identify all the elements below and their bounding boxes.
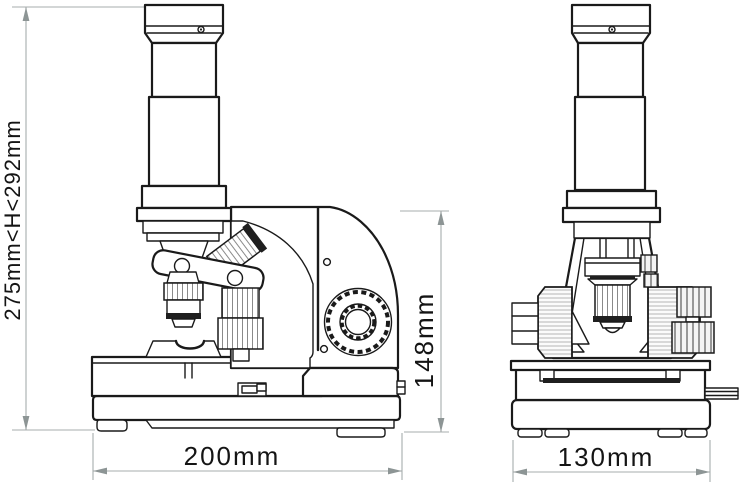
vertical-objective	[163, 271, 204, 328]
front-base	[91, 394, 402, 438]
side-left-knob	[511, 286, 590, 359]
side-right-knobs	[647, 286, 715, 359]
side-eyepiece-tube	[570, 3, 652, 192]
side-objective	[584, 254, 659, 334]
side-stage	[509, 359, 739, 402]
front-nosepiece	[151, 222, 268, 362]
body-height-label: 148mm	[409, 292, 439, 389]
side-view-drawing	[509, 3, 739, 438]
side-head	[561, 189, 662, 239]
side-width-label: 130mm	[558, 442, 655, 472]
front-view-drawing	[90, 3, 406, 438]
dimension-annotations: 275mm<H<292mm 148mm 200mm 130mm	[0, 6, 711, 482]
front-head	[135, 184, 233, 259]
stage-knob	[217, 287, 264, 362]
front-width-label: 200mm	[184, 441, 281, 471]
overall-height-label: 275mm<H<292mm	[0, 119, 25, 320]
focus-knob	[323, 287, 393, 357]
stage-clip	[145, 340, 222, 358]
side-base	[510, 398, 712, 438]
front-stage	[90, 339, 324, 398]
stage-rod	[704, 387, 739, 400]
front-eyepiece-tube	[143, 3, 225, 188]
